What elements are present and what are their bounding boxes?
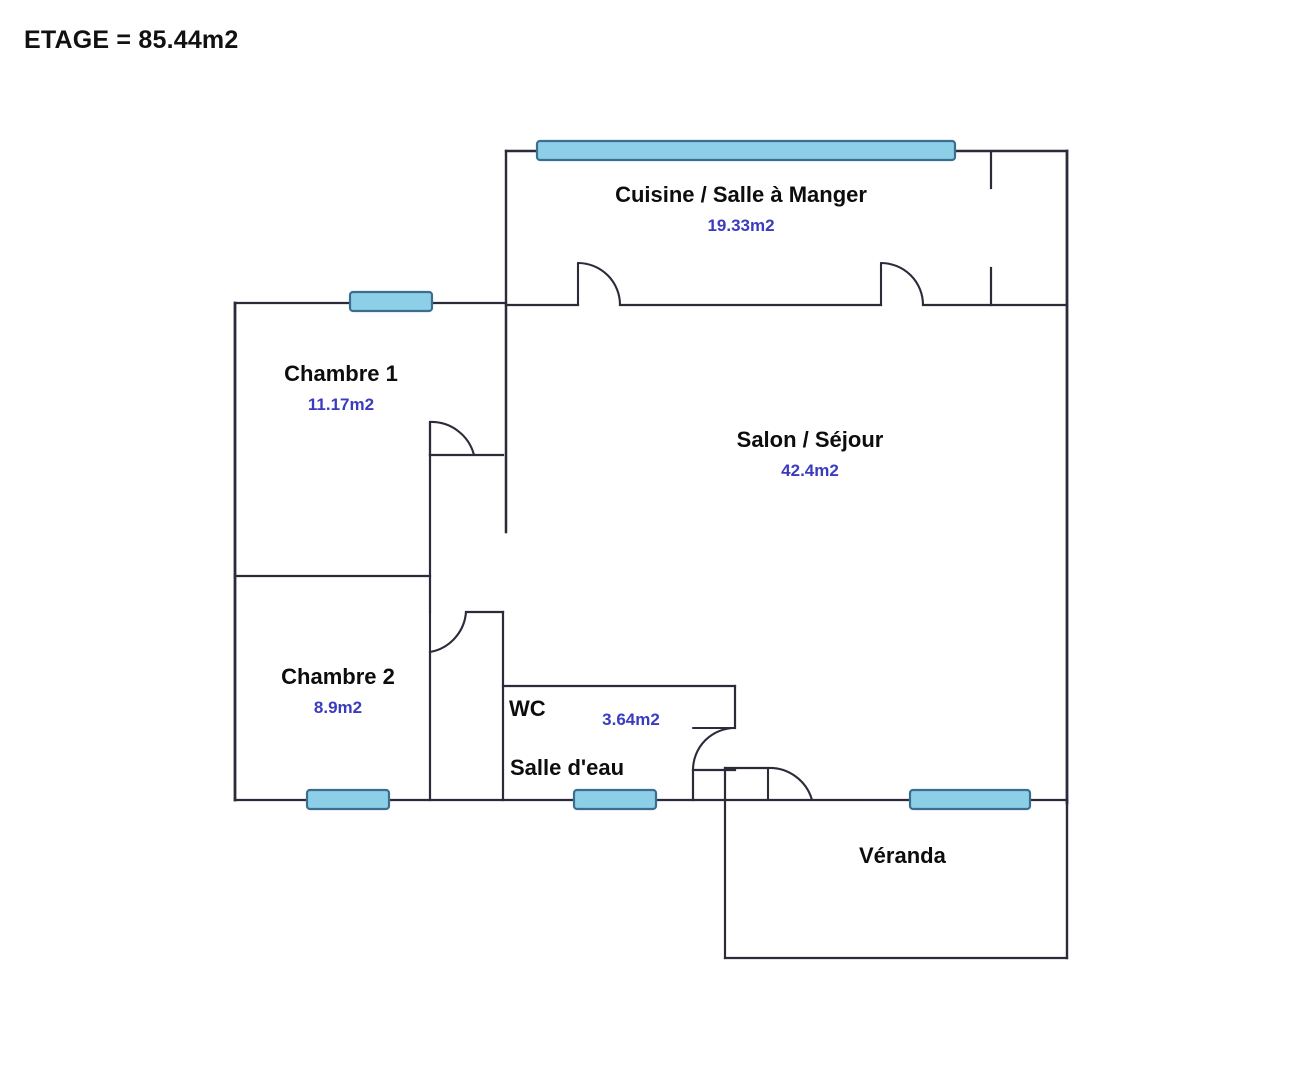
room-name-chambre1: Chambre 1 <box>284 361 398 386</box>
windows-group <box>305 139 1032 811</box>
window-chambre2-south <box>305 788 391 811</box>
room-label-chambre1: Chambre 1 11.17m2 <box>284 360 398 416</box>
doors-group <box>428 261 925 802</box>
door-veranda <box>766 766 862 802</box>
door-chambre2 <box>428 610 468 654</box>
room-label-chambre2: Chambre 2 8.9m2 <box>281 663 395 719</box>
room-name-chambre2: Chambre 2 <box>281 664 395 689</box>
room-area-salon: 42.4m2 <box>781 460 839 480</box>
room-label-salon: Salon / Séjour 42.4m2 <box>737 426 884 482</box>
room-area-wc: 3.64m2 <box>602 710 660 729</box>
door-chambre1 <box>428 420 505 457</box>
room-area-cuisine: 19.33m2 <box>707 215 775 235</box>
walls-group <box>233 149 1069 960</box>
door-cuisine-right <box>879 261 925 307</box>
room-name-cuisine: Cuisine / Salle à Manger <box>615 182 867 207</box>
window-cuisine-north <box>535 139 957 162</box>
window-chambre1-north <box>348 290 434 313</box>
window-veranda-north <box>908 788 1032 811</box>
page-title: ETAGE = 85.44m2 <box>24 26 239 54</box>
room-name-wc: WC <box>509 696 546 721</box>
room-name-salle-eau: Salle d'eau <box>510 755 625 780</box>
room-area-chambre1: 11.17m2 <box>307 394 375 414</box>
door-cuisine-left <box>576 261 622 307</box>
room-name-salon: Salon / Séjour <box>736 427 884 452</box>
room-name-veranda: Véranda <box>859 843 946 868</box>
door-salle-eau <box>691 726 737 772</box>
room-area-chambre2: 8.9m2 <box>313 697 363 717</box>
room-label-cuisine: Cuisine / Salle à Manger 19.33m2 <box>615 181 867 237</box>
window-salle-eau-south <box>572 788 658 811</box>
